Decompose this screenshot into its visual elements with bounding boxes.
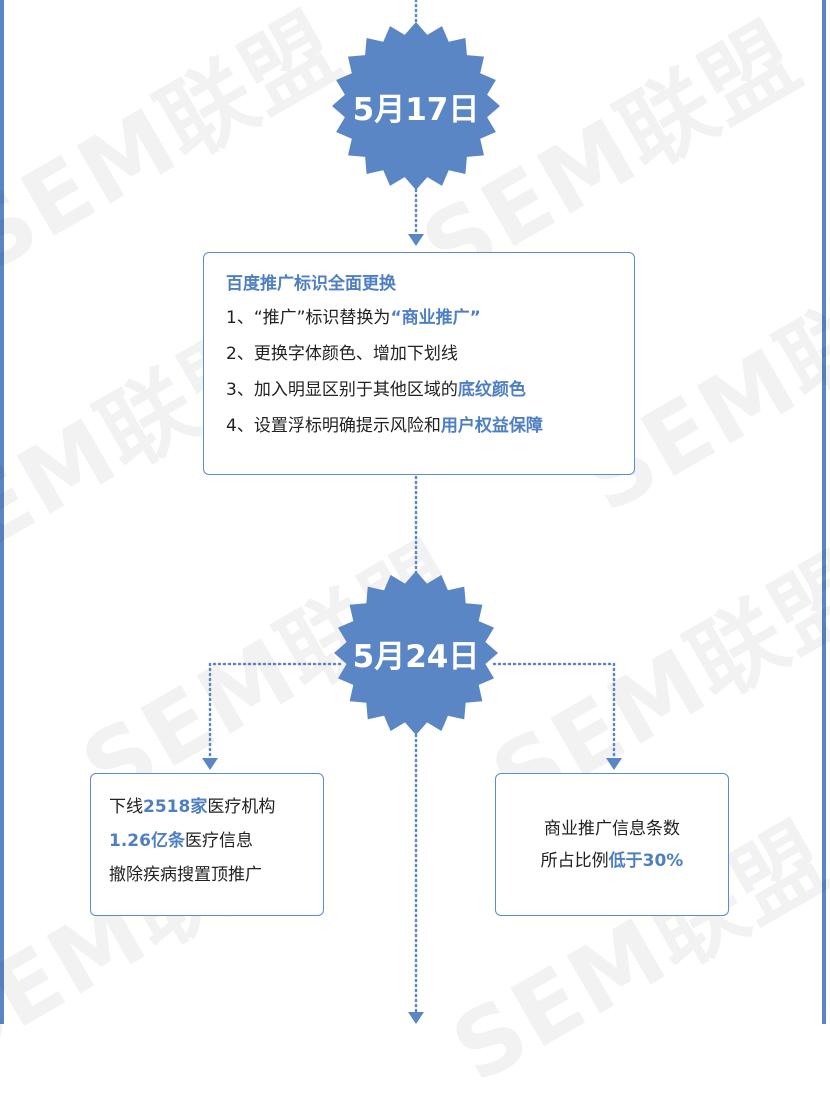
list-item: 2、更换字体颜色、增加下划线: [226, 343, 634, 365]
connector-lines: [202, 0, 622, 1024]
list-item: 1.26亿条医疗信息: [109, 830, 323, 852]
card-title: 百度推广标识全面更换: [226, 274, 396, 294]
item-highlight: “商业推广”: [390, 308, 481, 328]
list-item: 3、加入明显区别于其他区域的底纹颜色: [226, 379, 634, 401]
arrow-head: [202, 758, 218, 770]
list-item: 商业推广信息条数: [544, 818, 680, 839]
item-highlight: 用户权益保障: [440, 416, 543, 436]
list-item: 撤除疾病搜置顶推广: [109, 865, 262, 885]
item-text: 医疗机构: [207, 797, 276, 817]
item-text: 医疗信息: [184, 831, 253, 851]
list-item: 下线2518家医疗机构: [109, 796, 323, 818]
milestone-may17: 5月17日: [331, 21, 501, 191]
milestone-date: 5月17日: [352, 91, 480, 128]
arrow-head: [408, 234, 424, 246]
item-text: 2、更换字体颜色、增加下划线: [226, 344, 458, 364]
list-item: 4、设置浮标明确提示风险和用户权益保障: [226, 415, 634, 437]
arrow-head: [606, 758, 622, 770]
list-item: 1、“推广”标识替换为“商业推广”: [226, 307, 634, 329]
card-ad-ratio: 商业推广信息条数 所占比例低于30%: [495, 773, 729, 916]
item-text: 4、设置浮标明确提示风险和: [226, 416, 441, 436]
item-text: 3、加入明显区别于其他区域的: [226, 380, 458, 400]
milestone-may24: 5月24日: [333, 570, 499, 736]
starburst-shape: [333, 570, 499, 736]
item-highlight: 2518家: [143, 797, 208, 817]
page-frame: [0, 0, 826, 1024]
list-item: 所占比例低于30%: [541, 850, 684, 872]
starburst-shape: [332, 22, 500, 190]
milestone-date: 5月24日: [352, 638, 480, 675]
card-medical-cleanup: 下线2518家医疗机构 1.26亿条医疗信息 撤除疾病搜置顶推广: [90, 773, 324, 916]
item-text: 下线: [109, 797, 143, 817]
item-highlight: 低于30%: [608, 850, 684, 871]
card-baidu-label-change: 百度推广标识全面更换 1、“推广”标识替换为“商业推广” 2、更换字体颜色、增加…: [203, 252, 635, 475]
item-highlight: 1.26亿条: [109, 831, 185, 851]
item-text: 1、“推广”标识替换为: [226, 308, 391, 328]
arrow-head: [408, 1012, 424, 1024]
item-text: 所占比例: [540, 850, 609, 871]
item-highlight: 底纹颜色: [457, 380, 526, 400]
